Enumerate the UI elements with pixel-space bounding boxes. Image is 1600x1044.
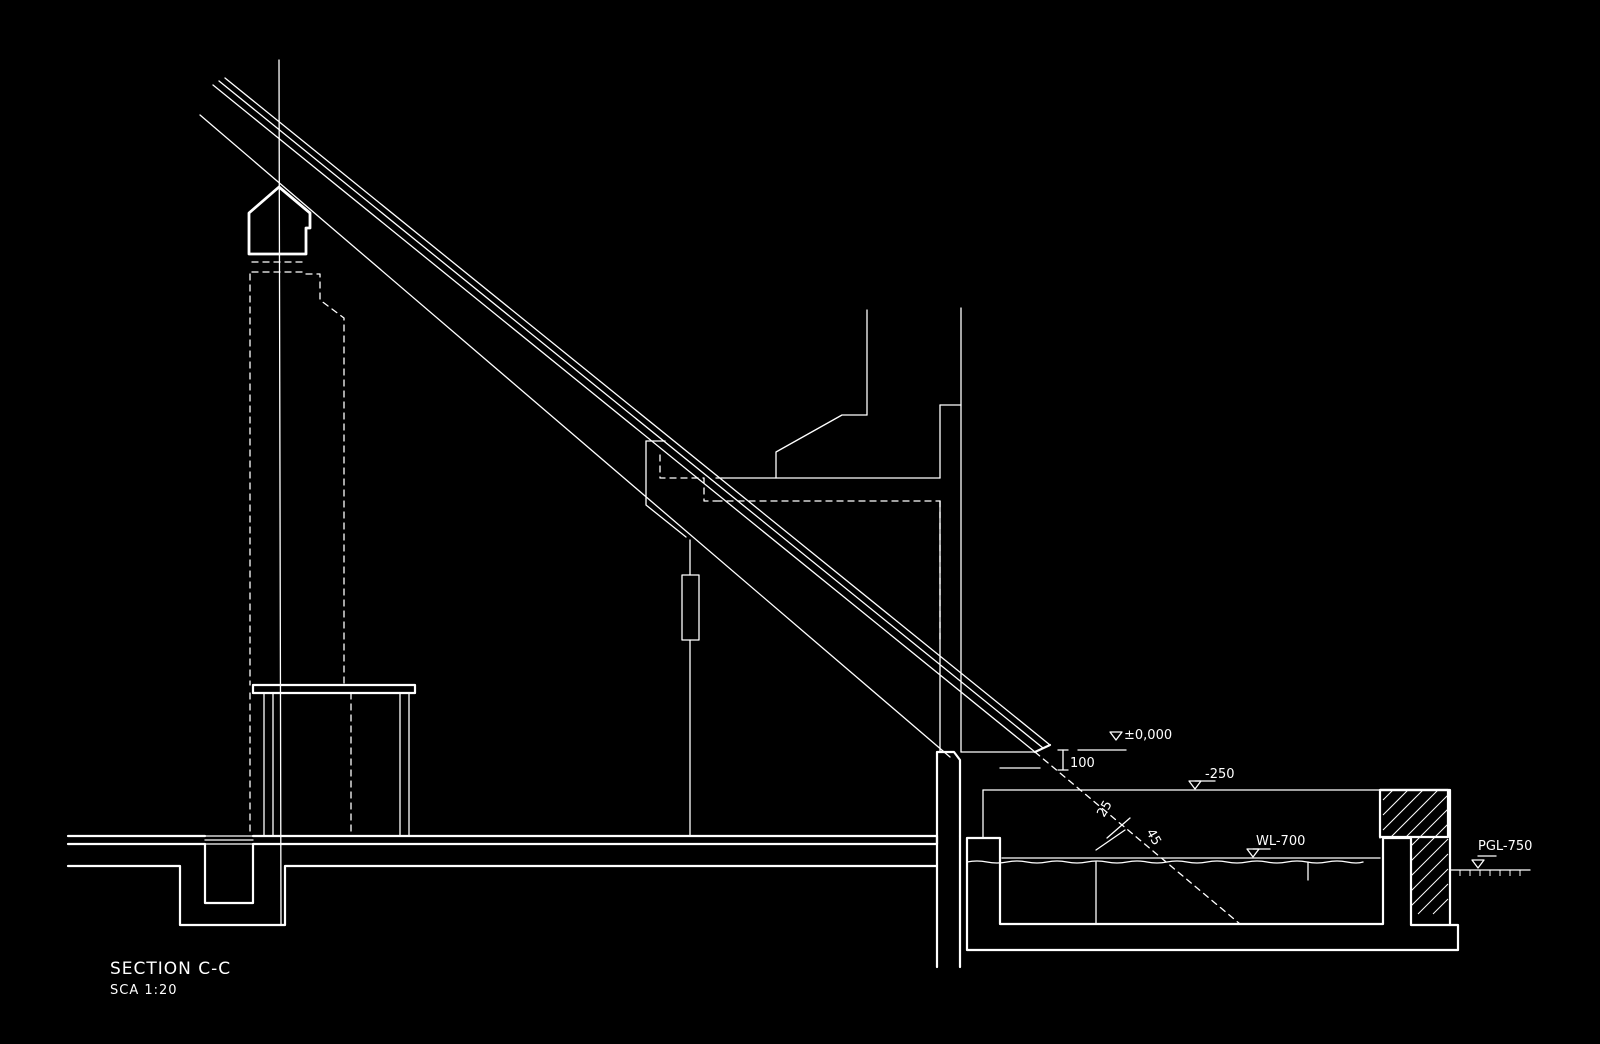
partition-wall [715, 307, 962, 753]
floor-slab [66, 834, 939, 969]
bench [249, 683, 417, 837]
projection-line [1034, 751, 1241, 925]
level-marker-ground [1471, 855, 1497, 869]
ground-line [1449, 869, 1531, 876]
level-zero-label: ±0,000 [1124, 728, 1172, 743]
ground-level-label: PGL-750 [1478, 839, 1532, 854]
scale-label: SCA 1:20 [110, 983, 178, 998]
level-marker-water [1246, 848, 1271, 858]
gap-label: 100 [1070, 756, 1095, 771]
center-axis-line [278, 59, 282, 926]
hidden-column [249, 273, 345, 686]
retaining-wall [935, 750, 1041, 969]
level-marker-zero [1077, 731, 1127, 751]
hanging-rod [681, 539, 700, 837]
level-250-label: -250 [1205, 767, 1235, 782]
diagonal-support [645, 440, 717, 538]
section-title: SECTION C-C [110, 959, 231, 979]
level-marker-250 [1188, 780, 1216, 790]
level-gap-bracket [1057, 749, 1069, 771]
cap-detail [247, 185, 312, 273]
hatched-coping [1378, 788, 1450, 915]
water-level-label: WL-700 [1256, 834, 1305, 849]
diagonal-stair-beam [199, 77, 1052, 758]
dimension-25: 25 [1094, 798, 1115, 820]
dimension-45: 45 [1143, 827, 1164, 849]
